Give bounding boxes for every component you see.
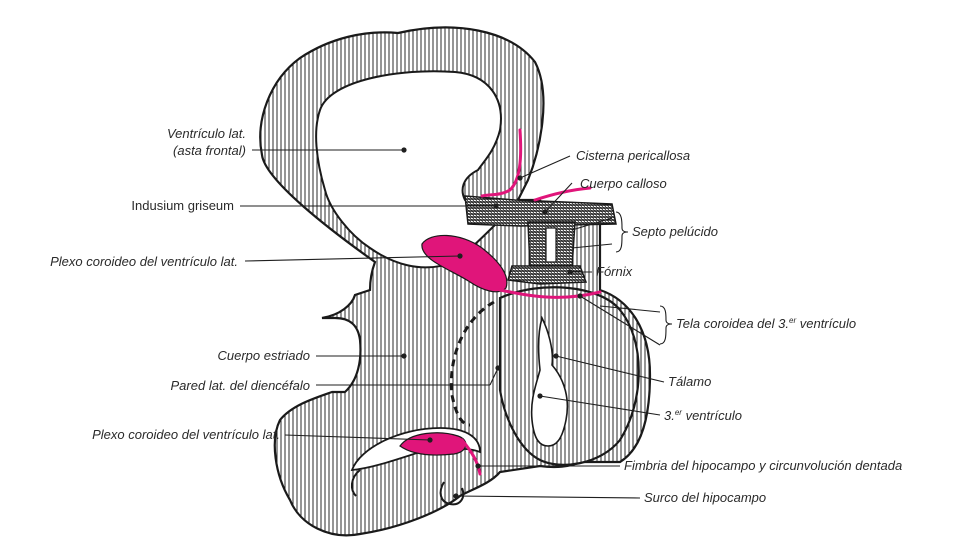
label-corpus-callosum: Cuerpo calloso (580, 176, 667, 191)
label-pericallosal-cistern: Cisterna pericallosa (576, 148, 690, 163)
label-tela-end: ventrículo (796, 316, 856, 331)
label-indusium-griseum: Indusium griseum (131, 198, 234, 213)
label-fornix: Fórnix (596, 264, 633, 279)
thalamus-region (500, 287, 639, 465)
label-tela-choroidea: Tela coroidea del 3.er ventrículo (676, 316, 856, 331)
label-septum-pellucidum: Septo pelúcido (632, 224, 718, 239)
label-third-ventricle: 3.er ventrículo (664, 408, 742, 423)
label-thalamus: Tálamo (668, 374, 711, 389)
label-tela-main: Tela coroidea del 3. (676, 316, 789, 331)
label-hippocampal-sulcus: Surco del hipocampo (644, 490, 766, 505)
label-third-v-end: ventrículo (682, 408, 742, 423)
label-striatum: Cuerpo estriado (218, 348, 311, 363)
fornix (508, 266, 586, 284)
label-choroid-plexus-lower: Plexo coroideo del ventrículo lat. (92, 427, 280, 442)
label-ventricle-frontal-line1: Ventrículo lat. (167, 126, 246, 141)
label-third-v-main: 3. (664, 408, 675, 423)
label-choroid-plexus-upper: Plexo coroideo del ventrículo lat. (50, 254, 238, 269)
label-diencephalon-wall: Pared lat. del diencéfalo (171, 378, 310, 393)
label-fimbria: Fimbria del hipocampo y circunvolución d… (624, 458, 902, 473)
tela-brace (660, 306, 672, 344)
septum-cavum (546, 228, 556, 262)
septum-brace (616, 212, 628, 252)
label-ventricle-frontal-line2: (asta frontal) (173, 143, 246, 158)
